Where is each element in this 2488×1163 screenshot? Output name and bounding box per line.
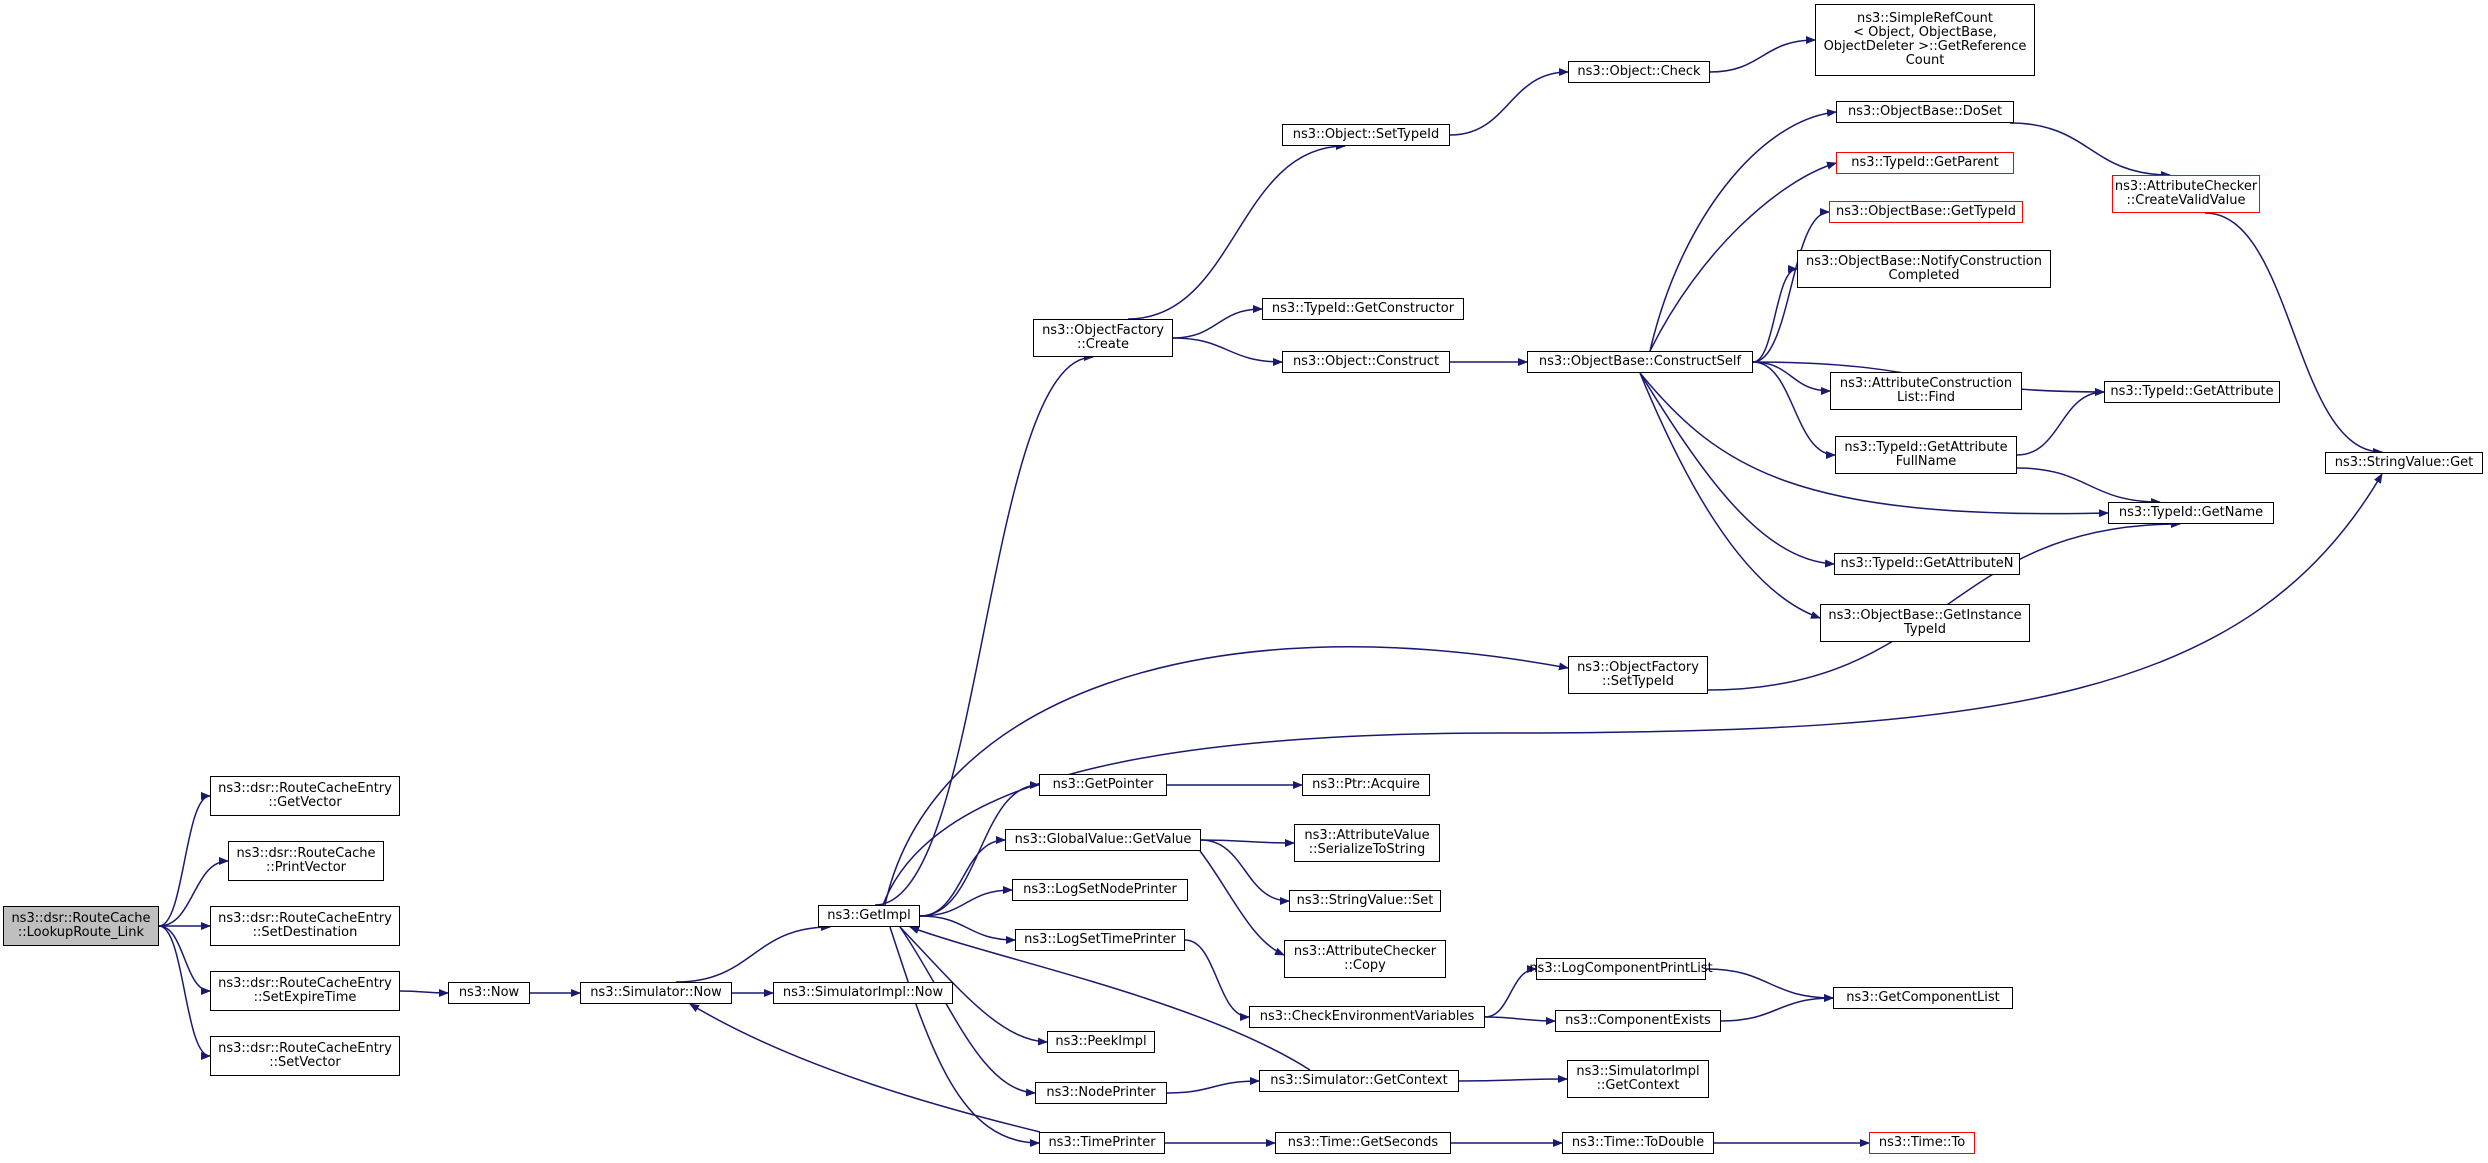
- edge-componentexists-to-getcomponentlist: [1720, 994, 1834, 1022]
- node-serializetostring[interactable]: ns3::AttributeValue ::SerializeToString: [1294, 824, 1440, 862]
- edge-constructself-to-getinstancetypeid: [1639, 372, 1821, 619]
- node-attrconstructionfind[interactable]: ns3::AttributeConstruction List::Find: [1830, 372, 2022, 410]
- node-getname[interactable]: ns3::TypeId::GetName: [2108, 502, 2274, 524]
- edge-root-to-setvector: [158, 925, 211, 1060]
- edge-getimpl-to-ofcreate: [874, 353, 1094, 906]
- edge-checkenv-to-componentexists: [1484, 1016, 1556, 1025]
- edge-checkenv-to-logcomponentprintlist: [1484, 965, 1537, 1018]
- edge-constructself-to-getattributen: [1639, 372, 1835, 568]
- edge-nodeprinter-to-simgetcontext: [1166, 1077, 1260, 1094]
- node-ofsettypeid[interactable]: ns3::ObjectFactory ::SetTypeId: [1568, 656, 1708, 694]
- node-simplerefcount[interactable]: ns3::SimpleRefCount < Object, ObjectBase…: [1815, 4, 2035, 76]
- edge-gvgetvalue-to-checkercopy: [1199, 850, 1285, 956]
- node-simnow[interactable]: ns3::Simulator::Now: [580, 982, 732, 1004]
- node-setdestination[interactable]: ns3::dsr::RouteCacheEntry ::SetDestinati…: [210, 906, 400, 946]
- edge-ofcreate-to-objconstruct: [1172, 337, 1283, 366]
- node-objconstruct[interactable]: ns3::Object::Construct: [1282, 351, 1450, 373]
- node-printvector[interactable]: ns3::dsr::RouteCache ::PrintVector: [228, 841, 384, 881]
- node-notifyconstruction[interactable]: ns3::ObjectBase::NotifyConstruction Comp…: [1797, 250, 2051, 288]
- call-edges: [158, 36, 2383, 1147]
- node-doset[interactable]: ns3::ObjectBase::DoSet: [1836, 101, 2014, 123]
- node-checkercopy[interactable]: ns3::AttributeChecker ::Copy: [1284, 940, 1446, 978]
- node-getpointer[interactable]: ns3::GetPointer: [1039, 774, 1167, 796]
- edge-simnow-to-getimpl: [675, 923, 831, 983]
- node-nodeprinter[interactable]: ns3::NodePrinter: [1035, 1082, 1167, 1104]
- node-getvector[interactable]: ns3::dsr::RouteCacheEntry ::GetVector: [210, 776, 400, 816]
- edge-root-to-setexpiretime: [158, 925, 211, 995]
- edge-simgetcontext-to-simimplgetcontext: [1458, 1075, 1568, 1084]
- edge-gvgetvalue-to-serializetostring: [1200, 838, 1295, 847]
- edge-objsettypeid-to-objcheck: [1449, 68, 1569, 136]
- node-logsettimeprinter[interactable]: ns3::LogSetTimePrinter: [1015, 929, 1185, 951]
- edge-getimpl-to-peekimpl: [899, 926, 1048, 1046]
- edge-ofcreate-to-objsettypeid: [1127, 142, 1346, 320]
- edge-getattributefullname-to-getname: [2016, 467, 2161, 506]
- node-setvector[interactable]: ns3::dsr::RouteCacheEntry ::SetVector: [210, 1036, 400, 1076]
- node-timegetseconds[interactable]: ns3::Time::GetSeconds: [1275, 1132, 1451, 1154]
- node-objcheck[interactable]: ns3::Object::Check: [1568, 61, 1710, 83]
- edge-constructself-to-getname: [1639, 372, 2109, 518]
- node-getconstructor[interactable]: ns3::TypeId::GetConstructor: [1262, 298, 1464, 320]
- edge-getimpl-to-stringvalueget: [882, 473, 2383, 906]
- node-timeprinter[interactable]: ns3::TimePrinter: [1039, 1132, 1165, 1154]
- edge-objcheck-to-simplerefcount: [1709, 36, 1816, 73]
- node-stringvalueset[interactable]: ns3::StringValue::Set: [1289, 890, 1441, 912]
- node-now[interactable]: ns3::Now: [448, 982, 530, 1004]
- edge-root-to-printvector: [158, 857, 229, 927]
- edge-getimpl-to-gvgetvalue: [919, 836, 1006, 917]
- edge-constructself-to-getattributefullname: [1752, 361, 1836, 459]
- node-getinstancetypeid[interactable]: ns3::ObjectBase::GetInstance TypeId: [1820, 604, 2030, 642]
- edge-gvgetvalue-to-stringvalueset: [1200, 839, 1290, 905]
- node-getattributen[interactable]: ns3::TypeId::GetAttributeN: [1834, 553, 2020, 575]
- edge-logcomponentprintlist-to-getcomponentlist: [1705, 968, 1834, 1002]
- node-obgettypeid[interactable]: ns3::ObjectBase::GetTypeId: [1829, 201, 2023, 223]
- node-setexpiretime[interactable]: ns3::dsr::RouteCacheEntry ::SetExpireTim…: [210, 971, 400, 1011]
- edge-constructself-to-attrconstructionfind: [1752, 361, 1831, 395]
- node-root: ns3::dsr::RouteCache ::LookupRoute_Link: [3, 906, 159, 946]
- edge-getimpl-to-nodeprinter: [899, 926, 1036, 1097]
- edge-getimpl-to-simnow: [689, 1003, 1041, 1133]
- node-peekimpl[interactable]: ns3::PeekImpl: [1047, 1031, 1155, 1053]
- node-componentexists[interactable]: ns3::ComponentExists: [1555, 1010, 1721, 1032]
- node-getimpl[interactable]: ns3::GetImpl: [818, 905, 920, 927]
- node-getparent[interactable]: ns3::TypeId::GetParent: [1836, 152, 2014, 174]
- edge-logsettimeprinter-to-checkenv: [1184, 939, 1250, 1021]
- edge-getimpl-to-ofsettypeid: [884, 646, 1569, 906]
- node-ofcreate[interactable]: ns3::ObjectFactory ::Create: [1033, 319, 1173, 357]
- edge-setexpiretime-to-now: [399, 988, 449, 997]
- edge-createvalidvalue-to-stringvalueget: [2204, 212, 2383, 456]
- node-timeto[interactable]: ns3::Time::To: [1869, 1132, 1975, 1154]
- edge-simgetcontext-to-getimpl: [909, 926, 1311, 1071]
- node-timetodouble[interactable]: ns3::Time::ToDouble: [1562, 1132, 1714, 1154]
- node-getcomponentlist[interactable]: ns3::GetComponentList: [1833, 987, 2013, 1009]
- node-objsettypeid[interactable]: ns3::Object::SetTypeId: [1282, 124, 1450, 146]
- edge-constructself-to-doset: [1649, 108, 1837, 352]
- node-checkenv[interactable]: ns3::CheckEnvironmentVariables: [1249, 1006, 1485, 1028]
- edge-root-to-getvector: [158, 792, 211, 927]
- edge-getimpl-to-timeprinter: [889, 926, 1040, 1147]
- node-simimplgetcontext[interactable]: ns3::SimulatorImpl ::GetContext: [1567, 1060, 1709, 1098]
- node-simimplnow[interactable]: ns3::SimulatorImpl::Now: [773, 982, 953, 1004]
- edge-constructself-to-getparent: [1649, 161, 1837, 352]
- edge-constructself-to-notifyconstruction: [1752, 265, 1798, 363]
- node-ptracquire[interactable]: ns3::Ptr::Acquire: [1302, 774, 1430, 796]
- edge-ofcreate-to-getconstructor: [1172, 305, 1263, 339]
- node-logsetnodeprinter[interactable]: ns3::LogSetNodePrinter: [1012, 879, 1188, 901]
- edge-getimpl-to-getpointer: [919, 781, 1040, 917]
- edge-doset-to-createvalidvalue: [2009, 122, 2171, 179]
- edge-getimpl-to-logsettimeprinter: [919, 915, 1016, 944]
- node-constructself[interactable]: ns3::ObjectBase::ConstructSelf: [1527, 351, 1753, 373]
- node-gvgetvalue[interactable]: ns3::GlobalValue::GetValue: [1005, 829, 1201, 851]
- node-stringvalueget[interactable]: ns3::StringValue::Get: [2325, 452, 2483, 474]
- edge-getattributefullname-to-getattribute: [2016, 388, 2105, 456]
- node-createvalidvalue[interactable]: ns3::AttributeChecker ::CreateValidValue: [2112, 175, 2260, 213]
- edge-getimpl-to-logsetnodeprinter: [919, 886, 1013, 917]
- node-getattribute[interactable]: ns3::TypeId::GetAttribute: [2104, 381, 2280, 403]
- node-getattributefullname[interactable]: ns3::TypeId::GetAttribute FullName: [1835, 436, 2017, 474]
- node-simgetcontext[interactable]: ns3::Simulator::GetContext: [1259, 1070, 1459, 1092]
- edge-constructself-to-obgettypeid: [1752, 208, 1830, 363]
- node-logcomponentprintlist[interactable]: ns3::LogComponentPrintList: [1529, 958, 1713, 980]
